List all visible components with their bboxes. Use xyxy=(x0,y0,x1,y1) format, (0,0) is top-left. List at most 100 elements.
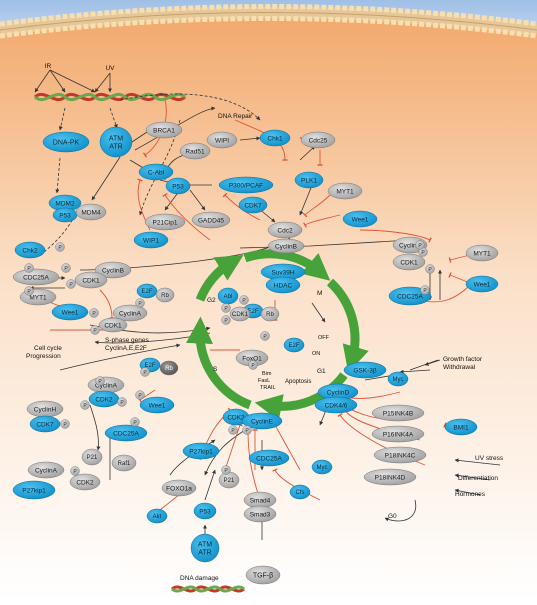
node-myt1-top: MYT1 xyxy=(327,182,363,200)
phosphate-badge xyxy=(66,279,76,289)
phosphate-badge-label: P xyxy=(58,245,62,251)
node-label: GSK-3β xyxy=(353,367,377,374)
node-label: CDK2 xyxy=(95,396,113,403)
node-shape xyxy=(155,287,175,303)
phosphate-badge xyxy=(89,308,99,318)
node-foxo1a: FOXO1a xyxy=(161,479,197,497)
phosphate-badge-label: P xyxy=(64,266,68,272)
node-label: ATM xyxy=(109,135,123,142)
node-shape xyxy=(267,238,305,254)
node-label: HDAC xyxy=(274,282,293,289)
node-shape xyxy=(144,213,186,231)
label-uv-stress: UV stress xyxy=(475,455,504,462)
node-shape xyxy=(238,196,268,214)
node-cdk7-top: CDK7 xyxy=(238,196,268,214)
node-cycline: CyclinE xyxy=(241,412,283,430)
phosphate-badge xyxy=(95,376,105,386)
node-smad3: Smad3 xyxy=(243,505,277,523)
node-cdc25a-bottom: CDC25A xyxy=(248,449,290,467)
node-cdc25a-s: CDC25A xyxy=(104,424,148,442)
phosphate-badge-label: P xyxy=(418,243,422,249)
node-shape xyxy=(75,203,107,221)
node-label: Akt xyxy=(153,514,162,520)
phosphate-badge xyxy=(117,397,127,407)
phosphate-badge xyxy=(415,240,425,250)
node-shape xyxy=(371,425,425,443)
node-label: Abl xyxy=(224,294,233,300)
node-cdk7-left: CDK7 xyxy=(29,415,61,433)
node-label: Rad51 xyxy=(185,148,205,155)
node-label: BMI1 xyxy=(453,424,469,431)
node-label: Rb xyxy=(161,293,169,299)
node-label: CDC25A xyxy=(23,274,49,281)
label-cell-cycle-progression-2: Progression xyxy=(26,353,61,360)
label-off: OFF xyxy=(318,335,330,341)
node-shape xyxy=(51,303,89,321)
phosphate-badge xyxy=(239,295,249,305)
node-shape xyxy=(465,275,499,293)
node-gsk3b: GSK-3β xyxy=(343,361,387,379)
phosphate-badge xyxy=(61,263,71,273)
node-shape xyxy=(74,271,108,289)
node-shape xyxy=(133,231,169,249)
node-cdk2-left: CDK2 xyxy=(88,390,120,408)
node-label: CDK1 xyxy=(400,259,418,266)
node-label: Wee1 xyxy=(149,402,166,409)
node-wee1-s: Wee1 xyxy=(139,396,175,414)
node-label: CyclinA xyxy=(35,467,58,474)
cell-cycle-ring xyxy=(186,249,369,421)
phosphate-badge-label: P xyxy=(63,422,67,428)
node-shape xyxy=(373,446,427,464)
node-label: MYT1 xyxy=(473,250,491,257)
node-label: CyclinB xyxy=(275,243,297,250)
node-p21-s: P21 xyxy=(81,448,103,466)
node-shape xyxy=(29,415,61,433)
node-shape xyxy=(191,211,231,229)
node-plk1: PLK1 xyxy=(294,171,324,189)
label-on: ON xyxy=(312,351,320,357)
pathway-labels: IR UV DNA Repair Cell cycle Progression … xyxy=(26,63,504,582)
node-cdc25a-left: CDC25A xyxy=(12,268,60,286)
node-raf1: Raf1 xyxy=(111,454,137,472)
node-cdc25a-right: CDC25A xyxy=(388,286,432,306)
node-shape xyxy=(111,454,137,472)
node-shape xyxy=(267,221,303,239)
node-wip1-mid: WIP1 xyxy=(133,231,169,249)
node-shape xyxy=(444,418,478,436)
node-brca1: BRCA1 xyxy=(145,121,183,139)
node-label: MDM4 xyxy=(81,209,101,216)
label-dna-damage: DNA damage xyxy=(180,575,219,582)
label-sphase-genes-2: CyclinA,E,E2F xyxy=(105,345,147,352)
node-shape xyxy=(363,468,417,486)
node-shape xyxy=(112,304,148,322)
label-g0: G0 xyxy=(388,513,397,520)
label-differentiation: Differentiation xyxy=(458,475,498,482)
node-label: Suv39H xyxy=(271,269,294,276)
label-hormones: Hormones xyxy=(455,491,486,498)
node-shape xyxy=(218,176,274,194)
node-shape xyxy=(283,337,305,353)
phosphate-badge-label: P xyxy=(242,298,246,304)
node-label: CDC25A xyxy=(113,430,139,437)
node-label: CyclinD xyxy=(327,389,350,396)
node-shape xyxy=(69,473,101,491)
node-akt: Akt xyxy=(146,508,168,524)
phosphate-badge-label: P xyxy=(92,311,96,317)
phosphate-badge-label: P xyxy=(73,469,77,475)
node-label: Myc xyxy=(393,377,404,383)
node-shape xyxy=(260,306,280,322)
node-label: P27kip1 xyxy=(189,448,213,455)
node-label: Smad3 xyxy=(250,511,271,518)
node-label: CyclinA xyxy=(119,310,142,317)
phosphate-badge xyxy=(228,425,238,435)
node-rb-mid: Rb xyxy=(260,306,280,322)
node-shape xyxy=(145,121,183,139)
phosphate-badge xyxy=(80,400,90,410)
phosphate-badge xyxy=(260,331,270,341)
node-shape xyxy=(161,479,197,497)
label-growth-factor-2: Withdrawal xyxy=(443,364,476,371)
node-label: P21 xyxy=(224,478,235,484)
node-shape xyxy=(179,142,211,160)
